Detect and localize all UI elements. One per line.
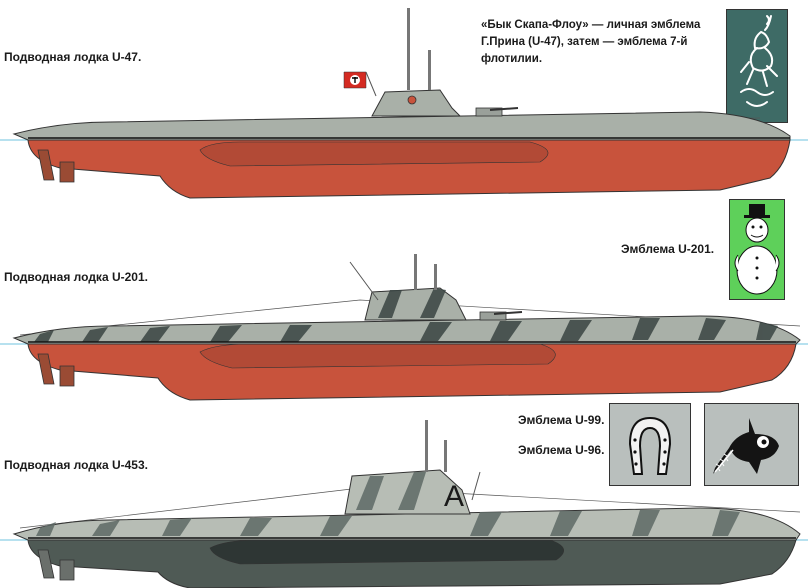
sawfish-emblem	[704, 403, 799, 486]
u47-deck-casing	[12, 111, 791, 141]
u453-propeller	[37, 549, 75, 581]
snowman-emblem	[729, 199, 785, 300]
scapa-flow-bull-emblem	[726, 9, 788, 123]
u47-saddle-tank	[199, 141, 549, 167]
u201-dazzle-camouflage	[34, 318, 778, 342]
u453-periscope	[425, 420, 428, 472]
u201-deck-casing	[12, 315, 801, 345]
u47-label: Подводная лодка U-47.	[4, 50, 142, 64]
u201-propeller	[37, 353, 75, 387]
u47-periscope	[407, 8, 410, 90]
u453-dazzle-camouflage	[36, 510, 740, 536]
horseshoe-emblem	[609, 403, 691, 486]
u201-periscope	[414, 254, 417, 290]
u47-propeller	[37, 149, 75, 183]
u47-emblem-caption: «Бык Скапа-Флоу» — личная эмблема Г.Прин…	[481, 19, 701, 65]
u453-label: Подводная лодка U-453.	[4, 458, 148, 472]
u201-deck-gun	[479, 311, 507, 321]
u201-label: Подводная лодка U-201.	[4, 270, 148, 284]
u47-conning-tower	[371, 89, 462, 117]
u96-emblem-caption: Эмблема U-96.	[518, 443, 605, 457]
u99-emblem-caption: Эмблема U-99.	[518, 413, 605, 427]
u453-tower-letter: A	[444, 480, 464, 513]
u201-emblem-caption: Эмблема U-201.	[621, 242, 715, 256]
u47-deck-gun	[475, 107, 503, 117]
